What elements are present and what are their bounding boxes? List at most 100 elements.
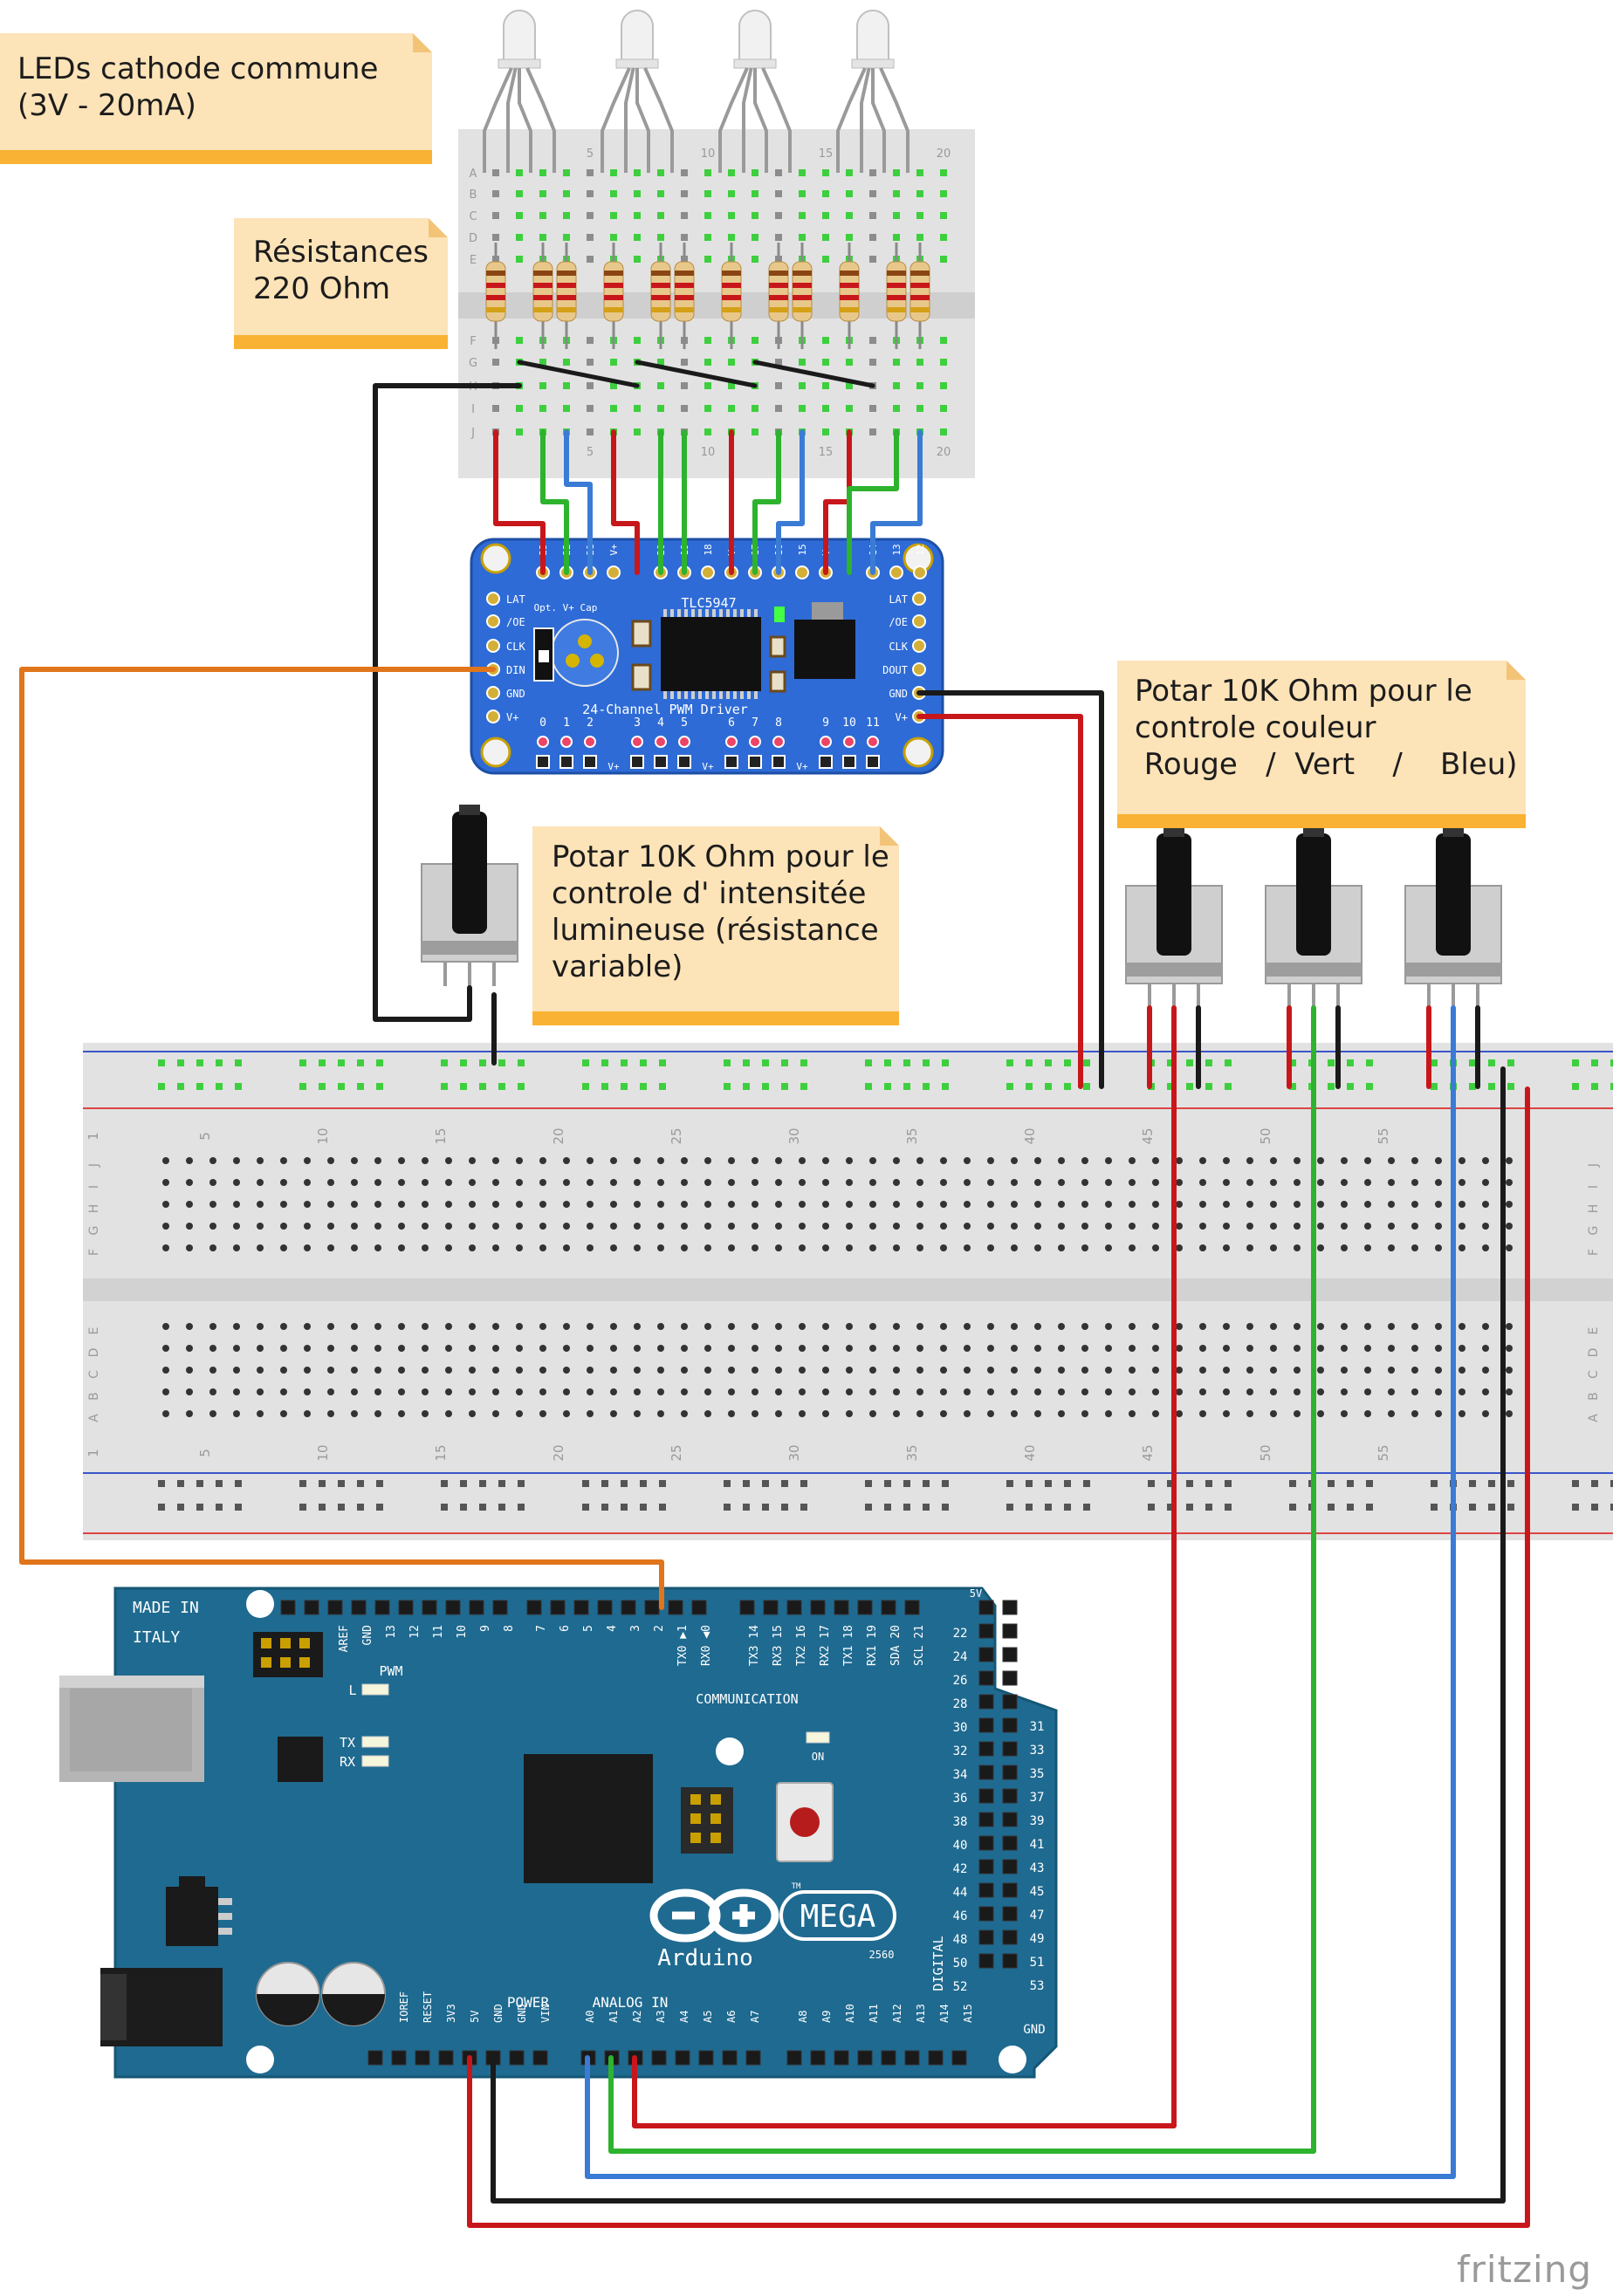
rail-hole bbox=[376, 1083, 383, 1090]
rail-hole bbox=[158, 1504, 165, 1511]
col-number: 10 bbox=[315, 1444, 331, 1461]
rail-hole bbox=[659, 1083, 666, 1090]
rail-hole bbox=[1083, 1083, 1090, 1090]
tlc-pin bbox=[486, 639, 500, 653]
tlc-pad bbox=[867, 736, 879, 748]
rail-hole bbox=[177, 1059, 184, 1066]
rail-hole bbox=[1488, 1059, 1495, 1066]
rail-hole bbox=[942, 1480, 949, 1487]
rail-hole bbox=[582, 1059, 589, 1066]
breadboard-hole bbox=[1081, 1179, 1088, 1186]
header-pin bbox=[526, 1600, 542, 1615]
breadboard-hole bbox=[681, 1244, 688, 1251]
tlc-top-pin-label: V+ bbox=[608, 544, 620, 556]
breadboard-hole bbox=[563, 1223, 570, 1230]
breadboard-hole bbox=[799, 1367, 806, 1374]
rail-hole bbox=[1328, 1083, 1335, 1090]
breadboard-hole bbox=[893, 234, 900, 241]
breadboard-hole bbox=[374, 1323, 381, 1330]
header-pin bbox=[698, 2050, 714, 2066]
header-pin bbox=[492, 1600, 508, 1615]
rgb-led bbox=[503, 10, 536, 62]
breadboard-hole bbox=[1364, 1201, 1371, 1208]
comm-pin-label: RX1 19 bbox=[866, 1625, 879, 1666]
breadboard-hole bbox=[1270, 1244, 1277, 1251]
breadboard-hole bbox=[704, 1157, 711, 1164]
led-rim bbox=[851, 58, 895, 69]
breadboard-hole bbox=[940, 337, 947, 344]
breadboard-hole bbox=[398, 1179, 405, 1186]
breadboard-hole bbox=[728, 382, 735, 389]
breadboard-hole bbox=[539, 382, 546, 389]
breadboard-hole bbox=[351, 1244, 358, 1251]
breadboard-hole bbox=[233, 1388, 240, 1395]
tlc-top-pin-label: 18 bbox=[703, 544, 714, 555]
resistor-band bbox=[533, 283, 553, 288]
breadboard-hole bbox=[846, 1323, 853, 1330]
breadboard-hole bbox=[1388, 1410, 1395, 1417]
breadboard-hole bbox=[209, 1323, 216, 1330]
breadboard-hole bbox=[1176, 1179, 1183, 1186]
breadboard-hole bbox=[162, 1179, 169, 1186]
rail-hole bbox=[1167, 1504, 1174, 1511]
header-pin bbox=[398, 1600, 414, 1615]
header-left-label: 36 bbox=[953, 1792, 968, 1806]
breadboard-hole bbox=[964, 1223, 971, 1230]
breadboard-hole bbox=[1058, 1179, 1065, 1186]
breadboard-hole bbox=[1482, 1410, 1489, 1417]
tlc-bottom-pin-label: 8 bbox=[775, 716, 782, 730]
rail-hole bbox=[1186, 1059, 1193, 1066]
col-number: 15 bbox=[433, 1127, 449, 1144]
breadboard-hole bbox=[634, 1201, 641, 1208]
breadboard-hole bbox=[822, 190, 829, 197]
breadboard-hole bbox=[257, 1157, 264, 1164]
breadboard-hole bbox=[869, 1179, 876, 1186]
breadboard-hole bbox=[1341, 1179, 1348, 1186]
col-number: 45 bbox=[1140, 1127, 1156, 1144]
breadboard-hole bbox=[681, 382, 688, 389]
breadboard-hole bbox=[1294, 1179, 1301, 1186]
breadboard-hole bbox=[752, 190, 758, 197]
on-label: ON bbox=[812, 1751, 824, 1763]
breadboard-hole bbox=[940, 359, 947, 366]
channel-wire bbox=[611, 429, 640, 575]
breadboard-hole bbox=[634, 1223, 641, 1230]
breadboard-hole bbox=[940, 1244, 947, 1251]
rail-hole bbox=[781, 1504, 788, 1511]
breadboard-hole bbox=[422, 1345, 429, 1352]
breadboard-hole bbox=[1176, 1244, 1183, 1251]
breadboard-hole bbox=[563, 1244, 570, 1251]
led-rim bbox=[498, 58, 541, 69]
breadboard-hole bbox=[1270, 1367, 1277, 1374]
breadboard-hole bbox=[704, 1388, 711, 1395]
breadboard-hole bbox=[1246, 1244, 1253, 1251]
header-pin bbox=[928, 2050, 944, 2066]
breadboard-hole bbox=[1152, 1388, 1159, 1395]
breadboard-hole bbox=[681, 1223, 688, 1230]
header-pin bbox=[1002, 1647, 1018, 1662]
breadboard-hole bbox=[327, 1201, 334, 1208]
resistor-band bbox=[840, 295, 859, 300]
tlc-bottom-pin-label: 2 bbox=[587, 716, 594, 730]
breadboard-hole bbox=[916, 1410, 923, 1417]
breadboard-hole bbox=[1435, 1244, 1442, 1251]
rail-hole bbox=[724, 1059, 731, 1066]
breadboard-hole bbox=[304, 1345, 311, 1352]
rail-hole bbox=[196, 1504, 203, 1511]
rail-hole bbox=[1225, 1504, 1232, 1511]
rail-hole bbox=[338, 1480, 345, 1487]
header-right-label: 43 bbox=[1030, 1861, 1045, 1875]
header-pin bbox=[415, 2050, 430, 2066]
col-number: 20 bbox=[937, 147, 951, 161]
breadboard-hole bbox=[209, 1201, 216, 1208]
breadboard-hole bbox=[587, 359, 594, 366]
breadboard-hole bbox=[940, 405, 947, 412]
rail-hole bbox=[1507, 1504, 1514, 1511]
note-pot-intensity-line3: lumineuse (résistance bbox=[552, 913, 879, 948]
breadboard-hole bbox=[1435, 1157, 1442, 1164]
breadboard-hole bbox=[1034, 1388, 1041, 1395]
breadboard-hole bbox=[257, 1410, 264, 1417]
breadboard-hole bbox=[563, 234, 570, 241]
resistor-band bbox=[486, 295, 505, 300]
